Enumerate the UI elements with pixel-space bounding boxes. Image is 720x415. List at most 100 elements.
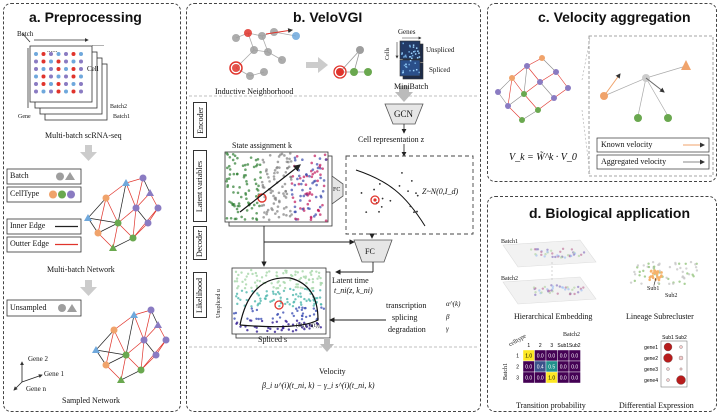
scatter-point: [319, 176, 322, 180]
minibatch-pixel: [405, 56, 407, 58]
lineage-point: [695, 269, 699, 272]
scatter-point: [308, 207, 311, 211]
minibatch-pixel: [402, 70, 404, 72]
lineage-point: [674, 263, 677, 266]
lineage-sub-point: [660, 271, 663, 274]
agg-edge: [523, 65, 528, 95]
scatter-point: [308, 191, 312, 194]
scatter-point: [324, 158, 328, 161]
scatter-point: [318, 205, 322, 209]
scatter-point: [228, 173, 232, 176]
heatmap-value: 0.0: [560, 365, 567, 371]
scatter-point: [284, 196, 288, 199]
embed-point: [582, 251, 586, 254]
phase-point: [233, 280, 237, 283]
phase-point: [304, 315, 308, 319]
gene2-axis: Gene 2: [28, 355, 49, 363]
network-edge: [97, 222, 119, 234]
scatter-point: [233, 154, 237, 158]
matrix-dot: [64, 74, 68, 79]
phase-point: [300, 308, 304, 312]
phase-point: [311, 278, 315, 281]
minibatch-pixel: [409, 59, 412, 62]
phase-point: [305, 299, 308, 303]
phase-point: [235, 321, 239, 324]
network-edge: [140, 339, 145, 371]
minibatch-pixel: [410, 52, 413, 55]
unspliced-label: Unspliced: [426, 46, 455, 54]
scatter-point: [308, 174, 311, 178]
phase-point: [257, 317, 260, 321]
scatter-point: [269, 191, 273, 195]
svg-text:......: ......: [47, 46, 58, 54]
scatter-point: [319, 173, 322, 177]
scatter-point: [309, 187, 312, 190]
graph-node: [336, 68, 344, 76]
phase-point: [254, 271, 258, 275]
phase-point: [256, 279, 259, 282]
lineage-point: [668, 265, 672, 269]
minibatch-pixel: [405, 63, 407, 66]
aggregated-velocity-label: Aggregated velocity: [601, 157, 667, 166]
lineage-point: [633, 279, 637, 283]
phase-point: [303, 321, 306, 325]
phase-point: [295, 319, 299, 322]
minibatch-pixel: [401, 53, 403, 56]
scatter-point: [238, 204, 241, 208]
phase-point: [299, 292, 302, 295]
scatter-point: [274, 198, 278, 201]
phase-point: [303, 287, 307, 291]
likelihood-box: Likelihood: [193, 272, 207, 318]
network-edge: [125, 314, 135, 356]
scatter-point: [250, 206, 254, 210]
lineage-point: [665, 276, 668, 279]
network-edge: [135, 177, 144, 209]
heatmap-value: 0.5: [548, 365, 555, 371]
scatter-point: [226, 185, 229, 189]
lineage-point: [677, 262, 681, 265]
scatter-point: [242, 175, 246, 179]
phase-point: [312, 304, 315, 307]
scatter-point: [284, 170, 288, 174]
embed-point: [540, 250, 543, 254]
phase-point: [240, 271, 243, 274]
matrix-dot: [79, 89, 83, 94]
spliced-label: Spliced: [429, 66, 450, 74]
embed-point: [569, 254, 573, 258]
matrix-dot: [71, 59, 76, 64]
heatmap-value: 0.0: [571, 365, 578, 371]
batch2-label: Batch2: [110, 104, 127, 110]
embed-point: [554, 255, 557, 259]
matrix-dot: [71, 74, 76, 79]
embed-point: [571, 288, 574, 292]
scatter-point: [288, 214, 292, 218]
matrix-dot: [41, 59, 46, 64]
scatter-point: [255, 217, 258, 221]
diff-col-label: Sub1: [662, 335, 674, 341]
agg-edge: [497, 77, 513, 93]
decoder-box: Decoder: [193, 226, 207, 260]
lineage-point: [681, 275, 684, 279]
z-point: [360, 192, 363, 194]
phase-point: [240, 289, 244, 292]
network-edge: [95, 329, 115, 351]
lineage-point: [684, 262, 687, 265]
phase-point: [272, 292, 275, 295]
lineage-arrow: [653, 277, 657, 286]
scatter-point: [293, 205, 297, 209]
scatter-point: [276, 210, 279, 213]
phase-point: [301, 306, 304, 309]
minibatch-pixel: [408, 63, 410, 66]
minibatch-pixel: [416, 57, 419, 59]
scatter-point: [289, 178, 293, 181]
scatter-point: [271, 189, 274, 193]
lineage-point: [675, 268, 679, 271]
phase-point: [305, 325, 309, 328]
agg-edge: [511, 65, 528, 79]
network-node: [137, 366, 145, 374]
heatmap-value: 0.0: [560, 354, 567, 360]
phase-point: [266, 329, 269, 333]
heatmap-col-label: 3: [550, 343, 553, 349]
phase-point: [275, 320, 279, 323]
scatter-point: [279, 153, 282, 156]
